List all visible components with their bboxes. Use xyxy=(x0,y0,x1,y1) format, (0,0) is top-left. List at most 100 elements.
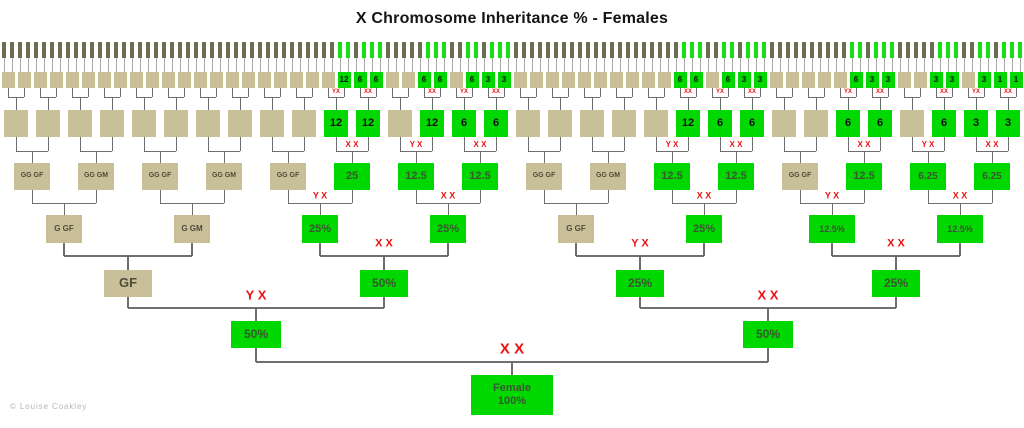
connector-line xyxy=(255,308,257,321)
connector-line xyxy=(511,362,513,375)
gen7-person-box: 3 xyxy=(497,72,511,88)
gen7-person-box: 6 xyxy=(673,72,687,88)
connector-line xyxy=(435,58,437,72)
connector-line xyxy=(995,58,997,72)
ancestor-tick xyxy=(178,42,182,58)
gg-grandparent-box: GG GF xyxy=(14,163,50,190)
gen6-person-box xyxy=(612,110,636,137)
gen7-person-box: 6 xyxy=(433,72,447,88)
connector-line xyxy=(127,256,129,270)
connector-line xyxy=(891,58,893,72)
connector-line xyxy=(799,151,801,163)
ancestor-tick xyxy=(866,42,870,58)
connector-line xyxy=(795,58,797,72)
ancestor-tick xyxy=(682,42,686,58)
gg-grandparent-box: 12.5 xyxy=(846,163,882,190)
ancestor-tick xyxy=(106,42,110,58)
gen7-person-box xyxy=(161,72,175,88)
gen7-person-box xyxy=(49,72,63,88)
ancestor-tick xyxy=(154,42,158,58)
ancestor-tick xyxy=(658,42,662,58)
connector-line xyxy=(579,58,581,72)
connector-line xyxy=(879,137,881,151)
ancestor-tick xyxy=(522,42,526,58)
connector-line xyxy=(223,151,225,163)
connector-line xyxy=(239,97,241,110)
connector-line xyxy=(355,58,357,72)
gen7-person-box: 3 xyxy=(865,72,879,88)
ancestor-tick xyxy=(650,42,654,58)
gg-grandparent-box: GG GF xyxy=(270,163,306,190)
ancestor-tick xyxy=(970,42,974,58)
connector-line xyxy=(123,58,125,72)
connector-line xyxy=(951,88,953,97)
female-label: Female xyxy=(493,382,531,395)
connector-line xyxy=(671,151,673,163)
connector-line xyxy=(27,58,29,72)
chromosome-label: X X xyxy=(855,140,873,149)
ancestor-tick xyxy=(442,42,446,58)
connector-line xyxy=(75,58,77,72)
connector-line xyxy=(47,137,49,151)
gen7-person-box xyxy=(625,72,639,88)
connector-line xyxy=(927,190,929,203)
ancestor-tick xyxy=(58,42,62,58)
great-grandparent-box: 25% xyxy=(430,215,466,243)
gen6-person-box xyxy=(4,110,28,137)
gen7-person-box: 1 xyxy=(993,72,1007,88)
ancestor-tick xyxy=(858,42,862,58)
connector-line xyxy=(23,88,25,97)
connector-line xyxy=(151,88,153,97)
connector-line xyxy=(487,88,489,97)
connector-line xyxy=(31,151,33,163)
gen7-person-box xyxy=(289,72,303,88)
ancestor-tick xyxy=(242,42,246,58)
ancestor-tick xyxy=(162,42,166,58)
connector-line xyxy=(479,190,481,203)
connector-line xyxy=(135,88,137,97)
connector-line xyxy=(523,58,525,72)
connector-line xyxy=(415,151,417,163)
connector-line xyxy=(867,58,869,72)
connector-line xyxy=(467,58,469,72)
connector-line xyxy=(823,88,825,97)
connector-line xyxy=(99,58,101,72)
connector-line xyxy=(35,58,37,72)
connector-line xyxy=(743,88,745,97)
ancestor-tick xyxy=(930,42,934,58)
connector-line xyxy=(191,243,193,256)
connector-line xyxy=(219,58,221,72)
connector-line xyxy=(39,88,41,97)
gen7-person-box: 3 xyxy=(929,72,943,88)
ancestor-tick xyxy=(362,42,366,58)
ancestor-tick xyxy=(978,42,982,58)
ancestor-tick xyxy=(138,42,142,58)
gen7-person-box xyxy=(801,72,815,88)
connector-line xyxy=(635,58,637,72)
chromosome-label: X X xyxy=(950,190,970,201)
connector-line xyxy=(623,137,625,151)
connector-line xyxy=(55,88,57,97)
connector-line xyxy=(775,88,777,97)
connector-line xyxy=(95,190,97,203)
ancestor-tick xyxy=(298,42,302,58)
gen7-person-box xyxy=(65,72,79,88)
chromosome-label: YX xyxy=(969,89,983,95)
connector-line xyxy=(399,97,401,110)
gen6-person-box xyxy=(548,110,572,137)
gen6-person-box xyxy=(292,110,316,137)
connector-line xyxy=(975,97,977,110)
connector-line xyxy=(451,58,453,72)
ancestor-tick xyxy=(986,42,990,58)
connector-line xyxy=(179,58,181,72)
connector-line xyxy=(207,97,209,110)
gen6-person-box xyxy=(164,110,188,137)
connector-line xyxy=(363,58,365,72)
ancestor-tick xyxy=(898,42,902,58)
chromosome-label: X X xyxy=(727,140,745,149)
connector-line xyxy=(739,58,741,72)
gen7-person-box xyxy=(321,72,335,88)
connector-line xyxy=(567,88,569,97)
gg-grandparent-box: 12.5 xyxy=(654,163,690,190)
connector-line xyxy=(251,58,253,72)
